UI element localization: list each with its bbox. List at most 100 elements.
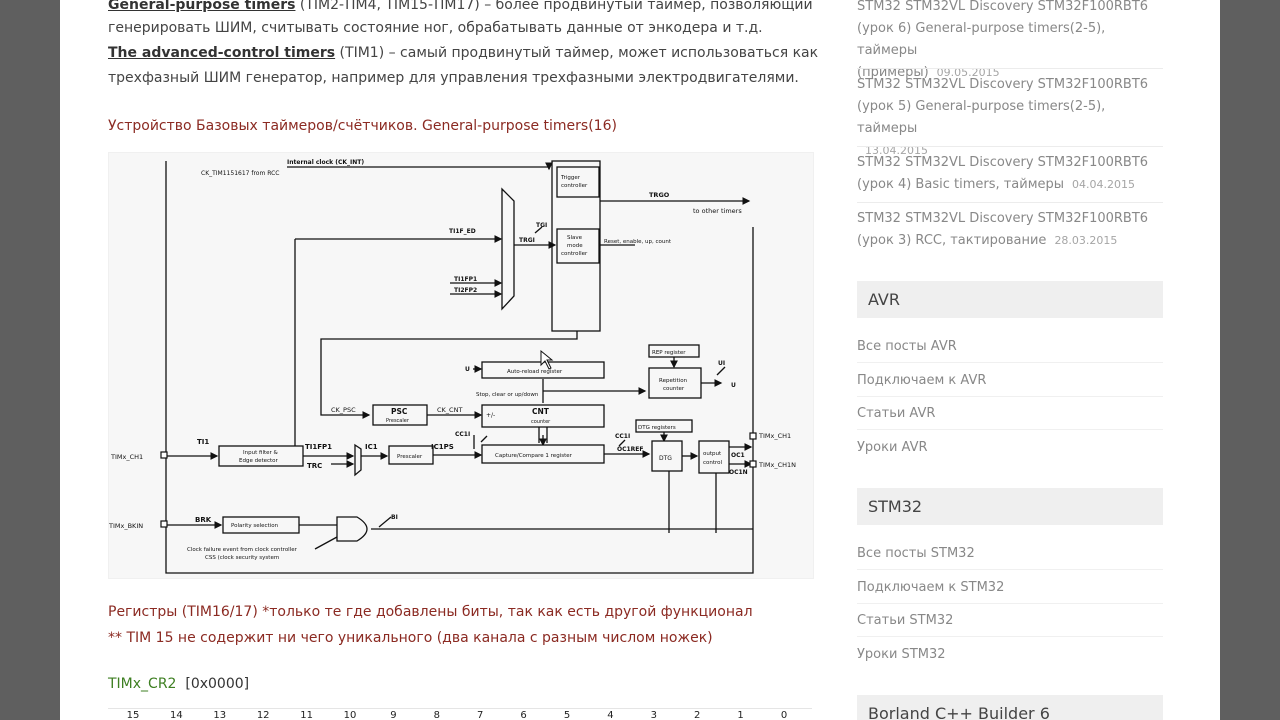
dg-reset-enable: Reset, enable, up, count xyxy=(604,239,672,245)
divider xyxy=(857,636,1163,637)
link-stm32-all[interactable]: Все посты STM32 xyxy=(857,546,975,561)
post-4-line1: STM32 STM32VL Discovery STM32F100RBT6 xyxy=(857,155,1149,170)
recent-post-4[interactable]: STM32 STM32VL Discovery STM32F100RBT6 (у… xyxy=(857,152,1157,196)
post-3-line2-text: (урок 3) RCC, тактирование xyxy=(857,233,1047,248)
post-4-date: 04.04.2015 xyxy=(1072,178,1136,191)
registers-line2: ** TIM 15 не содержит ни чего уникальног… xyxy=(108,630,713,646)
divider xyxy=(857,68,1163,69)
register-bit-5: 5 xyxy=(563,710,571,720)
dg-slave-3: controller xyxy=(561,251,588,257)
dg-repetition-2: counter xyxy=(663,386,685,392)
register-title: TIMx_CR2 [0x0000] xyxy=(108,674,249,694)
link-avr-articles[interactable]: Статьи AVR xyxy=(857,406,936,421)
widget-title-avr: AVR xyxy=(857,281,1163,318)
dg-oc1ref: OC1REF xyxy=(617,446,644,453)
post-6-line1: STM32 STM32VL Discovery STM32F100RBT6 xyxy=(857,0,1149,14)
widget-title-borland: Borland C++ Builder 6 xyxy=(857,695,1163,720)
adv-timers-link[interactable]: The advanced-control timers xyxy=(108,45,336,61)
dg-ic1ps: IC1PS xyxy=(431,443,454,451)
dg-plus-minus: +/- xyxy=(486,412,495,419)
dg-ti1fp1-in: TI1FP1 xyxy=(454,276,477,283)
dg-trigger-2: controller xyxy=(561,183,588,189)
divider xyxy=(857,146,1163,147)
link-avr-connect[interactable]: Подключаем к AVR xyxy=(857,373,987,388)
dg-polarity: Polarity selection xyxy=(231,523,279,529)
dg-dtg-registers: DTG registers xyxy=(638,425,676,431)
divider xyxy=(857,429,1163,430)
dg-cnt: CNT xyxy=(532,407,550,416)
dg-ti2fp2-in: TI2FP2 xyxy=(454,287,477,294)
gp-timers-desc: (TIM2-TIM4, TIM15-TIM17) – более продвин… xyxy=(295,0,813,13)
post-6-date: 09.05.2015 xyxy=(936,66,1000,79)
dg-cc1i-b: CC1I xyxy=(615,433,630,440)
register-name: TIMx_CR2 xyxy=(108,676,177,692)
gp-timers-line2: генерировать ШИМ, считывать состояние но… xyxy=(108,20,763,36)
register-bit-11: 11 xyxy=(300,710,313,720)
dg-u-out: U xyxy=(731,382,736,389)
link-avr-lessons[interactable]: Уроки AVR xyxy=(857,440,928,455)
widget-title-stm32: STM32 xyxy=(857,488,1163,525)
dg-trc: TRC xyxy=(307,462,322,470)
post-3-date: 28.03.2015 xyxy=(1054,234,1118,247)
dg-trgo: TRGO xyxy=(649,191,670,199)
dg-rep-register: REP register xyxy=(652,350,686,356)
section-heading: Устройство Базовых таймеров/счётчиков. G… xyxy=(108,118,617,134)
dg-input-filter-1: Input filter & xyxy=(243,450,279,456)
dg-timx-ch1-out: TIMx_CH1 xyxy=(758,432,791,440)
dg-counter-sub: counter xyxy=(531,419,551,425)
recent-post-3[interactable]: STM32 STM32VL Discovery STM32F100RBT6 (у… xyxy=(857,208,1157,252)
dg-timx-ch1n-out: TIMx_CH1N xyxy=(758,461,796,469)
recent-post-6[interactable]: STM32 STM32VL Discovery STM32F100RBT6 (у… xyxy=(857,0,1157,84)
post-6-line2: (урок 6) General-purpose timers(2-5), та… xyxy=(857,21,1106,58)
dg-ic1: IC1 xyxy=(365,443,378,451)
dg-capture-compare: Capture/Compare 1 register xyxy=(495,453,573,459)
gp-timers-line1: General-purpose timers (TIM2-TIM4, TIM15… xyxy=(108,0,813,15)
post-5-line3: 13.04.2015 xyxy=(857,140,1157,162)
dg-trgi: TRGI xyxy=(519,237,535,244)
dg-output-1: output xyxy=(703,451,722,457)
dg-output-2: control xyxy=(703,460,723,466)
dg-oc1n: OC1N xyxy=(729,469,748,476)
post-3-line1: STM32 STM32VL Discovery STM32F100RBT6 xyxy=(857,211,1149,226)
adv-timers-desc: (TIM1) – самый продвинутый таймер, может… xyxy=(335,45,819,61)
sidebar: STM32 STM32VL Discovery STM32F100RBT6 (у… xyxy=(857,0,1163,720)
post-3-line2: (урок 3) RCC, тактирование 28.03.2015 xyxy=(857,230,1157,252)
dg-timx-ch1-in: TIMx_CH1 xyxy=(110,453,143,461)
dg-ck-tim: CK_TIM1151617 from RCC xyxy=(201,170,279,177)
divider xyxy=(857,202,1163,203)
page: General-purpose timers (TIM2-TIM4, TIM15… xyxy=(60,0,1220,720)
dg-oc1: OC1 xyxy=(731,452,745,459)
divider xyxy=(857,569,1163,570)
recent-post-5[interactable]: STM32 STM32VL Discovery STM32F100RBT6 (у… xyxy=(857,74,1157,162)
divider xyxy=(857,362,1163,363)
dg-slave-2: mode xyxy=(567,243,583,249)
link-stm32-lessons[interactable]: Уроки STM32 xyxy=(857,647,946,662)
registers-line1: Регистры (TIM16/17) *только те где добав… xyxy=(108,604,753,620)
dg-stop-clear: Stop, clear or up/down xyxy=(476,392,539,398)
divider xyxy=(857,603,1163,604)
register-bit-6: 6 xyxy=(520,710,527,720)
adv-timers-line1: The advanced-control timers (TIM1) – сам… xyxy=(108,43,818,63)
register-bit-9: 9 xyxy=(390,710,397,720)
dg-ui: UI xyxy=(718,360,725,367)
timer-block-diagram: Internal clock (CK_INT) CK_TIM1151617 fr… xyxy=(108,152,814,579)
dg-cc1i-a: CC1I xyxy=(455,431,470,438)
dg-bi: BI xyxy=(391,514,398,521)
register-reset-value: [0x0000] xyxy=(185,676,250,692)
link-stm32-articles[interactable]: Статьи STM32 xyxy=(857,613,954,628)
dg-ti1f-ed: TI1F_ED xyxy=(449,228,476,235)
mouse-cursor-icon xyxy=(540,349,554,370)
dg-ti1fp1: TI1FP1 xyxy=(305,443,332,451)
register-bit-3: 3 xyxy=(650,710,657,720)
register-bit-15: 15 xyxy=(126,710,140,720)
link-avr-all[interactable]: Все посты AVR xyxy=(857,339,957,354)
post-5-line1: STM32 STM32VL Discovery STM32F100RBT6 xyxy=(857,77,1149,92)
dg-auto-reload: Auto-reload register xyxy=(507,369,563,375)
dg-psc: PSC xyxy=(391,407,408,416)
link-stm32-connect[interactable]: Подключаем к STM32 xyxy=(857,580,1005,595)
gp-timers-link[interactable]: General-purpose timers xyxy=(108,0,296,13)
dg-to-other: to other timers xyxy=(693,207,742,215)
timer-diagram-svg: Internal clock (CK_INT) CK_TIM1151617 fr… xyxy=(109,159,796,574)
